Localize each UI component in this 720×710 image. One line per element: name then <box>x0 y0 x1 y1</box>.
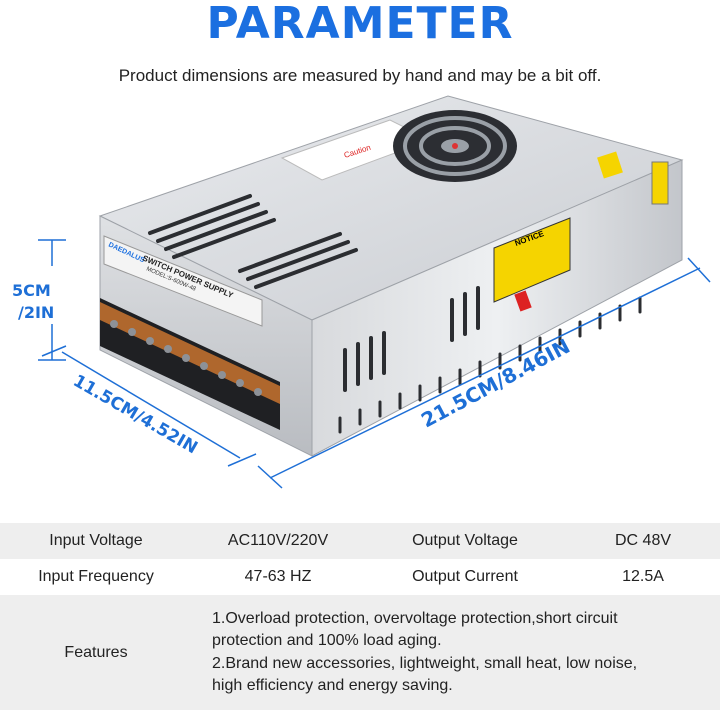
output-current-label: Output Current <box>412 568 518 585</box>
features-label: Features <box>64 643 128 661</box>
features-line: 1.Overload protection, overvoltage prote… <box>212 609 618 627</box>
features-text: 1.Overload protection, overvoltage prote… <box>192 595 720 710</box>
page-subtitle: Product dimensions are measured by hand … <box>118 66 602 85</box>
terminal-screws <box>110 320 262 396</box>
spec-table: Input Voltage AC110V/220V Output Voltage… <box>0 523 720 710</box>
page-title: PARAMETER <box>206 0 514 49</box>
table-row: Features 1.Overload protection, overvolt… <box>0 595 720 710</box>
voltage-switch <box>514 290 532 312</box>
features-line: 2.Brand new accessories, lightweight, sm… <box>212 654 638 672</box>
input-voltage-value: AC110V/220V <box>227 532 329 549</box>
fan-grille-icon <box>393 110 517 182</box>
input-voltage-label: Input Voltage <box>49 532 143 549</box>
terminal-cover <box>100 302 280 404</box>
voltage-selector-tab <box>597 151 623 179</box>
features-line: protection and 100% load aging. <box>212 632 442 649</box>
output-current-value: 12.5A <box>622 568 664 585</box>
product-label <box>103 235 263 327</box>
height-dimension-line2: /2IN <box>18 303 54 322</box>
input-frequency-label: Input Frequency <box>38 568 154 585</box>
notice-sticker <box>493 217 571 303</box>
output-voltage-label: Output Voltage <box>412 532 518 549</box>
height-dimension-line1: 5CM <box>12 281 51 300</box>
output-voltage-value: DC 48V <box>614 532 672 549</box>
table-row: Input Voltage AC110V/220V Output Voltage… <box>0 523 720 559</box>
features-line: high efficiency and energy saving. <box>212 677 453 694</box>
input-frequency-value: 47-63 HZ <box>244 568 312 585</box>
power-supply-illustration: Caution NOTICE <box>12 95 711 489</box>
table-row: Input Frequency 47-63 HZ Output Current … <box>0 559 720 595</box>
dimension-lines <box>38 239 711 489</box>
